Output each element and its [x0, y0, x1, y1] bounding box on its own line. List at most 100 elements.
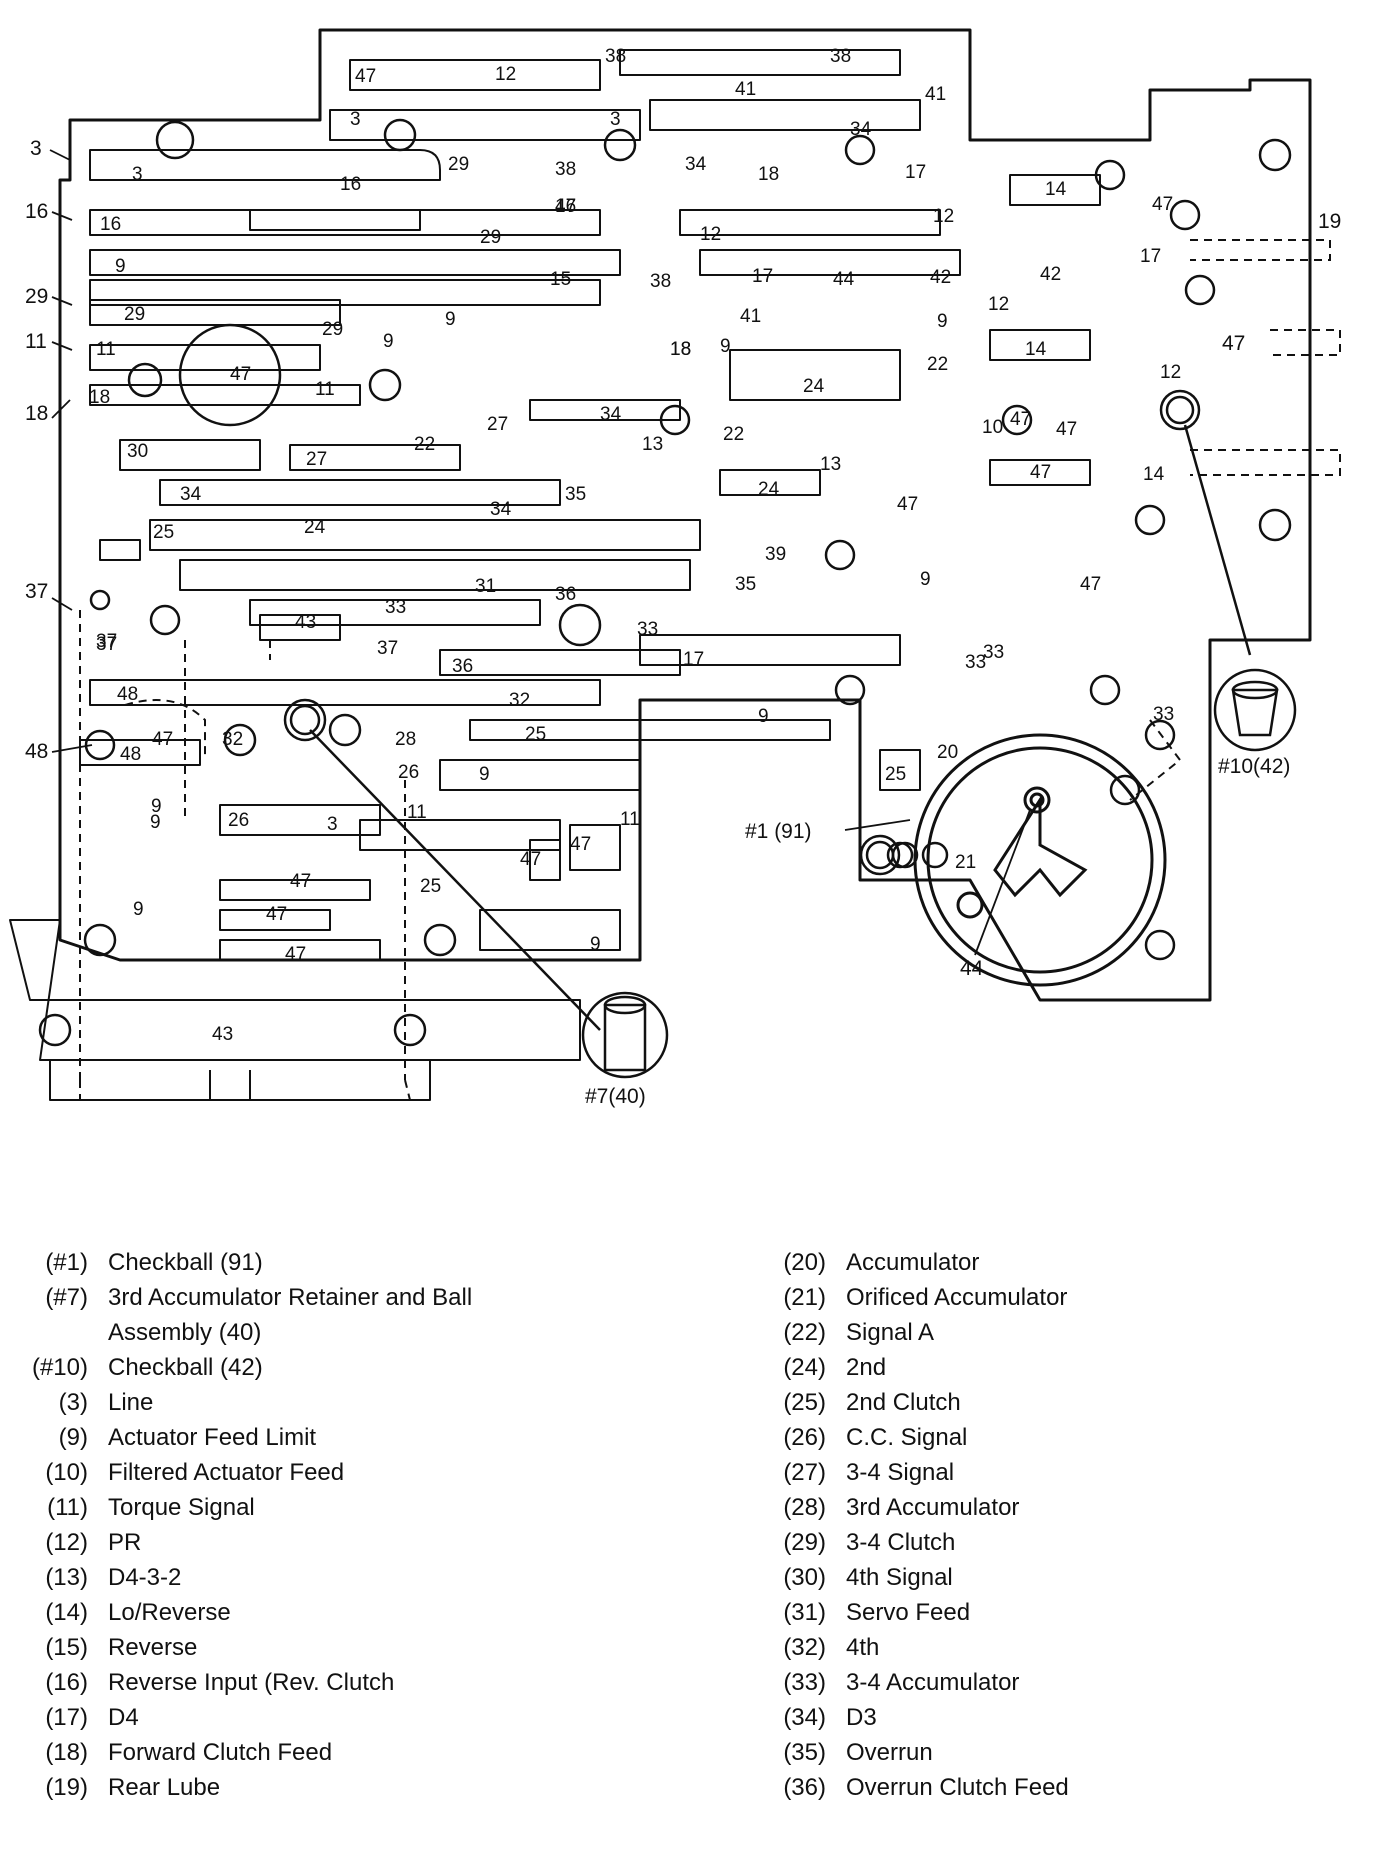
channel-label-43: 43: [295, 612, 316, 633]
channel-label-12: 12: [1160, 362, 1181, 383]
channel-label-11: 11: [407, 802, 427, 823]
channel-label-16: 16: [555, 196, 576, 217]
channel-label-29: 29: [124, 304, 145, 325]
channel-label-48: 48: [120, 744, 141, 765]
fluid-channels: [79, 49, 1101, 961]
channel-label-9: 9: [758, 706, 769, 727]
channel-label-9: 9: [151, 796, 162, 817]
channel-label-47: 47: [1056, 419, 1077, 440]
channel-label-24: 24: [758, 479, 780, 500]
legend-item: (32)4th: [748, 1630, 1348, 1665]
callout-47-right: 47: [1222, 332, 1245, 355]
legend-label: D3: [846, 1704, 877, 1731]
legend-code: (25): [783, 1389, 826, 1416]
channel-label-9: 9: [937, 311, 948, 332]
channel-label-3: 3: [350, 109, 361, 130]
callout-leaders: [49, 149, 1031, 956]
checkball-10-callout: [1183, 424, 1297, 752]
channel-label-18: 18: [89, 387, 110, 408]
callout-19: 19: [1318, 210, 1341, 233]
legend-label: Torque Signal: [108, 1494, 255, 1521]
channel-label-9: 9: [383, 331, 394, 352]
channel-label-47: 47: [897, 494, 918, 515]
legend-code: (3): [58, 1389, 88, 1416]
channel-label-17: 17: [905, 162, 926, 183]
channel-label-13: 13: [820, 454, 841, 475]
bolt-holes: [38, 118, 1292, 1047]
channel-label-26: 26: [398, 762, 419, 783]
legend-label: Overrun: [846, 1739, 933, 1766]
callout-18: 18: [25, 402, 48, 425]
channel-label-47: 47: [1152, 194, 1173, 215]
channel-label-3: 3: [327, 814, 338, 835]
channel-label-17: 17: [683, 649, 704, 670]
channel-label-38: 38: [830, 46, 851, 67]
legend-label: Accumulator: [846, 1249, 980, 1276]
legend-code: (17): [45, 1704, 88, 1731]
legend-label: 3-4 Signal: [846, 1459, 955, 1486]
legend-item: (33)3-4 Accumulator: [748, 1665, 1348, 1700]
channel-label-37: 37: [96, 634, 117, 655]
legend-label: 3-4 Accumulator: [846, 1669, 1020, 1696]
channel-label-34: 34: [685, 154, 707, 175]
legend-code: (13): [45, 1564, 88, 1591]
legend-item: (3)Line: [20, 1385, 660, 1420]
legend-label: PR: [108, 1529, 142, 1556]
checkball-7-label: #7(40): [585, 1085, 646, 1108]
channel-label-42: 42: [1040, 264, 1061, 285]
channel-label-25: 25: [525, 724, 546, 745]
channel-label-37: 37: [377, 638, 398, 659]
legend-code: (14): [45, 1599, 88, 1626]
legend-label: D4: [108, 1704, 139, 1731]
channel-label-11: 11: [96, 339, 116, 360]
legend-label: Orificed Accumulator: [846, 1284, 1068, 1311]
checkball-10-label: #10(42): [1218, 755, 1290, 778]
legend-code: (16): [45, 1669, 88, 1696]
channel-label-47: 47: [520, 849, 541, 870]
channel-label-27: 27: [487, 414, 508, 435]
channel-label-34: 34: [490, 499, 512, 520]
channel-label-14: 14: [1025, 339, 1047, 360]
channel-label-27: 27: [306, 449, 327, 470]
channel-label-36: 36: [452, 656, 473, 677]
legend-code: (12): [45, 1529, 88, 1556]
channel-label-41: 41: [925, 84, 946, 105]
legend-item: (30)4th Signal: [748, 1560, 1348, 1595]
legend-label: 2nd Clutch: [846, 1389, 961, 1416]
legend-item: (15)Reverse: [20, 1630, 660, 1665]
channel-label-3: 3: [132, 164, 143, 185]
legend-item: (#10)Checkball (42): [20, 1350, 660, 1385]
legend-item: (24)2nd: [748, 1350, 1348, 1385]
legend-item: (21)Orificed Accumulator: [748, 1280, 1348, 1315]
legend-code: (29): [783, 1529, 826, 1556]
channel-label-37: 37: [96, 631, 117, 652]
legend-label: Overrun Clutch Feed: [846, 1774, 1069, 1801]
channel-label-47: 47: [555, 196, 576, 217]
legend-code: (27): [783, 1459, 826, 1486]
channel-label-9: 9: [150, 812, 161, 833]
legend-code: (19): [45, 1774, 88, 1801]
channel-label-29: 29: [322, 319, 343, 340]
legend-label: 3rd Accumulator Retainer and Ball Assemb…: [108, 1284, 473, 1346]
legend-item: (35)Overrun: [748, 1735, 1348, 1770]
legend-label: Filtered Actuator Feed: [108, 1459, 345, 1486]
channel-label-16: 16: [100, 214, 121, 235]
legend-item: (26)C.C. Signal: [748, 1420, 1348, 1455]
channel-label-33: 33: [983, 642, 1004, 663]
channel-label-47: 47: [152, 729, 173, 750]
legend-code: (18): [45, 1739, 88, 1766]
channel-label-21: 21: [955, 852, 976, 873]
legend-item: (28)3rd Accumulator: [748, 1490, 1348, 1525]
channel-label-12: 12: [933, 206, 954, 227]
callout-48: 48: [25, 740, 48, 763]
legend-code: (9): [58, 1424, 88, 1451]
channel-label-25: 25: [885, 764, 906, 785]
legend-item: (13)D4-3-2: [20, 1560, 660, 1595]
channel-label-34: 34: [850, 119, 872, 140]
channel-label-17: 17: [752, 266, 773, 287]
legend-code: (24): [783, 1354, 826, 1381]
channel-label-41: 41: [740, 306, 761, 327]
legend-label: Forward Clutch Feed: [108, 1739, 333, 1766]
channel-label-24: 24: [304, 517, 326, 538]
